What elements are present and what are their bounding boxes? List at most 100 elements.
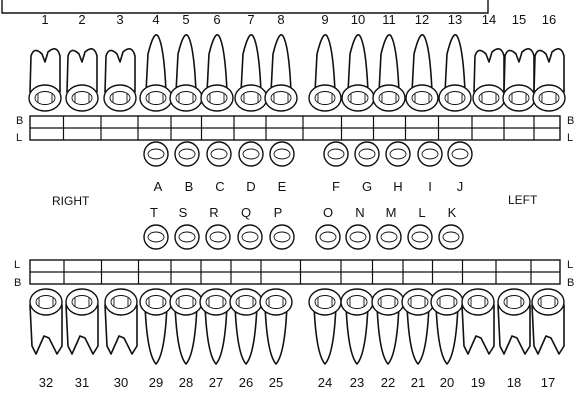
primary-lower-tooth-M[interactable] [377,225,401,249]
permanent-lower-numbers-22: 22 [381,375,395,390]
upper-strip-top-label: B [16,115,23,127]
upper-strip-bottom-label-right: L [567,132,573,144]
primary-lower-letters-S: S [179,205,188,220]
lower-tooth-21[interactable] [402,289,434,364]
primary-lower-tooth-N[interactable] [346,225,370,249]
primary-upper-tooth-I[interactable] [418,142,442,166]
lower-strip-bottom-label-right: B [567,277,574,289]
upper-root [348,35,368,92]
lower-tooth-22[interactable] [372,289,404,364]
primary-lower-tooth-O[interactable] [316,225,340,249]
upper-tooth-11[interactable] [373,35,405,111]
permanent-upper-numbers-11: 11 [382,12,396,27]
lower-crown-ring [260,289,292,315]
permanent-lower-numbers-30: 30 [114,375,128,390]
upper-crown-ring [439,85,471,111]
permanent-lower-numbers-25: 25 [269,375,283,390]
upper-tooth-2[interactable] [66,49,98,111]
lower-tooth-20[interactable] [431,289,463,364]
upper-tooth-13[interactable] [439,35,471,111]
primary-lower-tooth-R[interactable] [206,225,230,249]
lower-tooth-19[interactable] [462,289,494,354]
primary-upper-letters-E: E [278,179,287,194]
primary-upper-tooth-F[interactable] [324,142,348,166]
permanent-upper-numbers-13: 13 [448,12,462,27]
primary-lower-letters-P: P [274,205,283,220]
permanent-upper-numbers-14: 14 [482,12,496,27]
primary-lower-letters-R: R [209,205,218,220]
upper-tooth-16[interactable] [533,49,565,111]
permanent-lower-numbers-32: 32 [39,375,53,390]
primary-upper-letters-C: C [215,179,224,194]
permanent-upper-numbers-9: 9 [321,12,328,27]
upper-tooth-10[interactable] [342,35,374,111]
primary-lower-tooth-K[interactable] [439,225,463,249]
upper-tooth-7[interactable] [235,35,267,111]
lower-crown-ring [462,289,494,315]
lower-tooth-24[interactable] [309,289,341,364]
lower-crown-ring [402,289,434,315]
primary-upper-tooth-H[interactable] [386,142,410,166]
lower-tooth-32[interactable] [30,289,62,354]
primary-lower-letters-T: T [150,205,158,220]
upper-crown-ring [104,85,136,111]
lower-tooth-26[interactable] [230,289,262,364]
lower-strip-bottom-label: B [14,277,21,289]
lower-crown-ring [372,289,404,315]
lower-tooth-25[interactable] [260,289,292,364]
primary-lower-tooth-P[interactable] [270,225,294,249]
right-side-label: RIGHT [52,194,90,208]
permanent-upper-numbers-12: 12 [415,12,429,27]
upper-tooth-1[interactable] [29,49,61,111]
upper-root [271,35,291,92]
lower-tooth-27[interactable] [200,289,232,364]
upper-tooth-14[interactable] [473,49,505,111]
primary-lower-tooth-T[interactable] [144,225,168,249]
primary-upper-tooth-G[interactable] [355,142,379,166]
upper-tooth-3[interactable] [104,49,136,111]
primary-upper-tooth-E[interactable] [270,142,294,166]
lower-strip-top-label: L [14,259,20,271]
lower-crown-ring [105,289,137,315]
primary-upper-tooth-D[interactable] [239,142,263,166]
lower-tooth-29[interactable] [140,289,172,364]
lower-tooth-17[interactable] [532,289,564,354]
permanent-upper-numbers-10: 10 [351,12,365,27]
upper-bl-strip [30,116,560,140]
primary-upper-tooth-C[interactable] [207,142,231,166]
primary-upper-tooth-A[interactable] [144,142,168,166]
upper-crown-ring [342,85,374,111]
primary-lower-tooth-S[interactable] [175,225,199,249]
primary-lower-letters-M: M [386,205,397,220]
lower-tooth-30[interactable] [105,289,137,354]
primary-upper-letters-J: J [457,179,464,194]
permanent-lower-numbers-18: 18 [507,375,521,390]
upper-crown-ring [373,85,405,111]
lower-tooth-18[interactable] [498,289,530,354]
upper-crown-ring [265,85,297,111]
upper-tooth-6[interactable] [201,35,233,111]
upper-tooth-4[interactable] [140,35,172,111]
lower-tooth-31[interactable] [66,289,98,354]
upper-tooth-15[interactable] [503,49,535,111]
primary-upper-tooth-J[interactable] [448,142,472,166]
lower-crown-ring [498,289,530,315]
upper-crown-ring [29,85,61,111]
lower-tooth-23[interactable] [341,289,373,364]
upper-tooth-12[interactable] [406,35,438,111]
upper-tooth-9[interactable] [309,35,341,111]
permanent-upper-numbers-16: 16 [542,12,556,27]
primary-lower-tooth-L[interactable] [408,225,432,249]
upper-crown-ring [235,85,267,111]
primary-lower-tooth-Q[interactable] [238,225,262,249]
primary-upper-letters-I: I [428,179,432,194]
lower-crown-ring [170,289,202,315]
lower-tooth-28[interactable] [170,289,202,364]
upper-tooth-5[interactable] [170,35,202,111]
upper-tooth-8[interactable] [265,35,297,111]
primary-upper-letters-D: D [246,179,255,194]
primary-upper-tooth-B[interactable] [175,142,199,166]
buccal-lingual-strips [30,116,560,284]
